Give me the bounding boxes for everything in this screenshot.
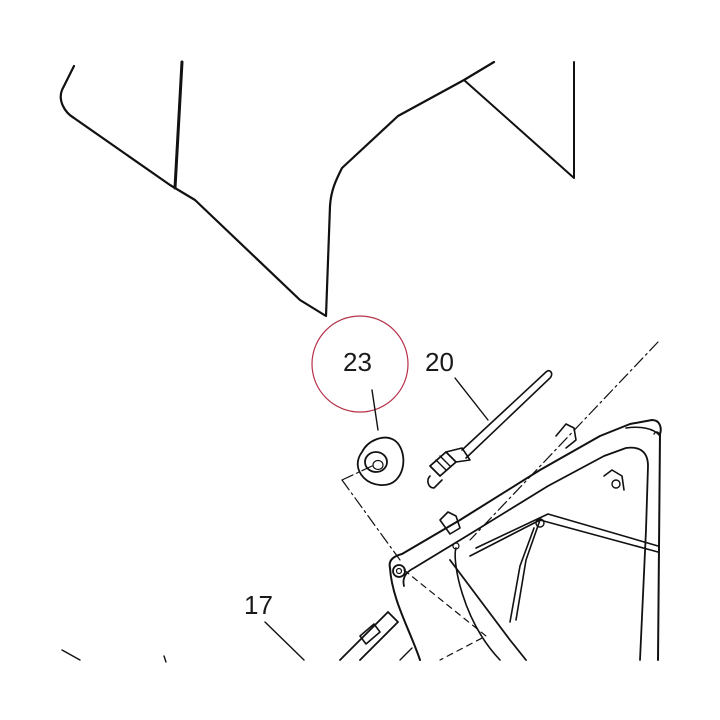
cable-tie-part-20 bbox=[427, 369, 553, 489]
highlight-circle bbox=[311, 315, 409, 413]
leader-line-20 bbox=[454, 377, 489, 421]
part-label-23: 23 bbox=[343, 347, 372, 377]
part-label-20: 20 bbox=[425, 347, 454, 377]
leader-line-17 bbox=[264, 621, 305, 661]
assembly-dashed-line bbox=[403, 569, 487, 661]
assembly-centerline-a bbox=[341, 479, 401, 561]
grommet-part-23 bbox=[356, 436, 405, 486]
frame-assembly bbox=[339, 419, 662, 661]
housing-outline bbox=[59, 60, 575, 318]
edge-mark-left bbox=[61, 649, 81, 661]
assembly-centerline-a2 bbox=[341, 465, 373, 481]
assembly-centerline-b bbox=[469, 341, 659, 541]
part-label-17: 17 bbox=[244, 590, 273, 620]
leader-line-23 bbox=[371, 389, 379, 431]
edge-mark-mid bbox=[163, 655, 167, 663]
